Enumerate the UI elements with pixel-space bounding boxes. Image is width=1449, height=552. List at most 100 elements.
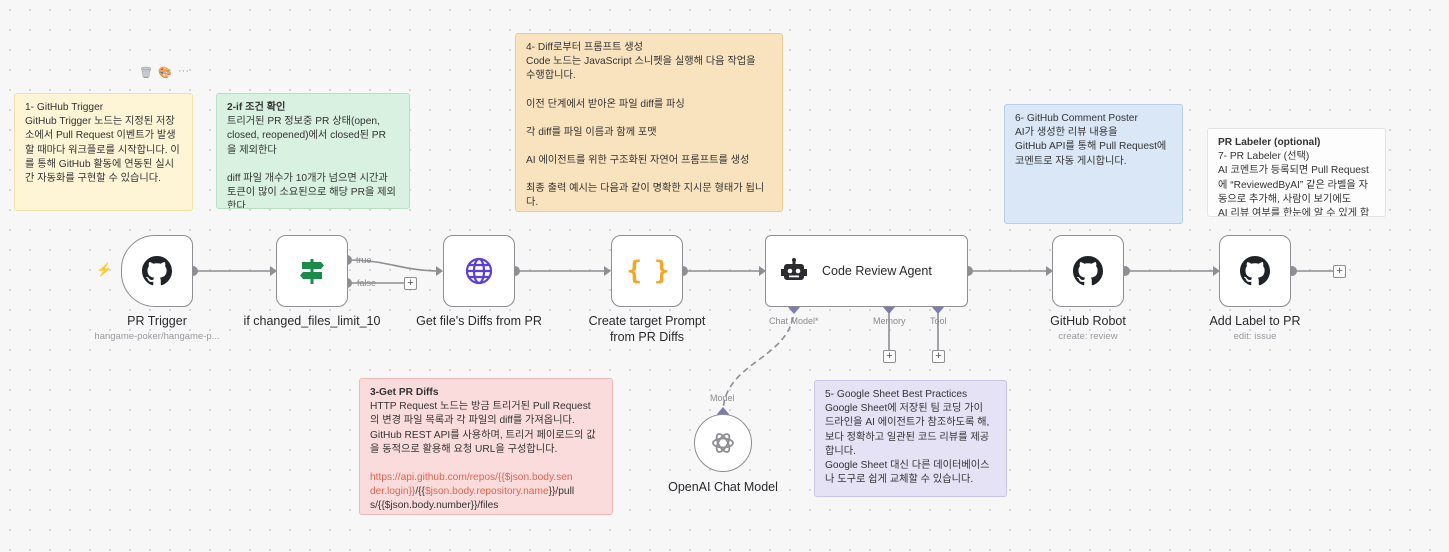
node-subtitle: hangame-poker/hangame-p...	[94, 331, 220, 342]
note-line: 트리거된 PR 정보중 PR 상태(open,	[227, 116, 380, 128]
note-line: Google Sheet에 저장된 팀 코딩 가이	[825, 403, 983, 415]
note-line	[370, 457, 602, 471]
node-label: Code Review Agent	[822, 264, 932, 278]
note-url-line: der.login}}/{{$json.body.repository.name…	[370, 485, 602, 499]
branch-false-label: false	[357, 278, 377, 288]
note-line: 토큰이 많이 소요된으로 해당 PR을 제외	[227, 187, 396, 199]
note-line: 소에서 Pull Request 이벤트가 발생	[25, 130, 176, 142]
arrow-agent	[759, 266, 766, 276]
node-code-review-agent[interactable]: Code Review Agent	[765, 235, 968, 307]
note-title: 2-if 조건 확인	[227, 102, 286, 113]
arrow-label	[1213, 266, 1220, 276]
note-line	[526, 168, 772, 182]
url-text: /{{	[415, 486, 425, 498]
note-line	[526, 84, 772, 98]
note-line: 의 변경 파일 목록과 각 파일의 diff를 가져옵니다.	[370, 415, 575, 427]
more-icon[interactable]: ···	[178, 65, 189, 77]
url-link[interactable]: $json.body.repository.name	[424, 486, 549, 498]
note-line: AI가 생성한 리뷰 내용을	[1015, 127, 1118, 139]
note-line: 드라인을 AI 에이전트가 참조하도록 해,	[825, 417, 990, 429]
lightning-icon: ⚡	[96, 262, 113, 277]
arrow-robot	[1046, 266, 1053, 276]
arrow-diffs	[436, 266, 443, 276]
node-get-diffs[interactable]	[443, 235, 515, 307]
node-label: GitHub Robot	[1050, 314, 1126, 328]
note-line	[526, 112, 772, 126]
add-node-button[interactable]: +	[1333, 265, 1346, 278]
note-line: AI 코멘트가 등록되면 Pull Request	[1218, 165, 1369, 177]
note-line: 한다.	[227, 201, 249, 209]
node-openai-chat-model[interactable]	[694, 414, 752, 472]
note-url-line: https://api.github.com/repos/{{$json.bod…	[370, 471, 602, 485]
code-braces-icon: { }	[626, 256, 670, 286]
node-label: OpenAI Chat Model	[668, 480, 778, 494]
note-line: 최종 출력 예시는 다음과 같이 명확한 지시문 형태가 됩니	[526, 183, 765, 195]
node-label: Add Label to PR	[1209, 314, 1301, 328]
url-link[interactable]: https://api.github.com/repos/{{$json.bod…	[370, 472, 573, 484]
robot-icon	[781, 258, 807, 280]
note-line: 이전 단계에서 받아온 파일 diff를 파싱	[526, 98, 685, 110]
node-label: Get file's Diffs from PR	[416, 314, 542, 328]
add-tool-button[interactable]: +	[932, 350, 945, 363]
globe-icon	[465, 257, 493, 285]
note-line: AI 에이전트를 위한 구조화된 자연어 프롬프트를 생성	[526, 155, 750, 167]
sticky-note-github-trigger[interactable]: 1- GitHub Trigger GitHub Trigger 노드는 지정된…	[14, 93, 193, 211]
github-icon	[142, 256, 172, 286]
note-line: GitHub API를 통해 Pull Request에	[1015, 141, 1167, 153]
sticky-note-pr-labeler[interactable]: PR Labeler (optional) 7- PR Labeler (선택)…	[1207, 128, 1386, 217]
note-line: 합니다.	[825, 445, 856, 457]
note-url-line: s/{{$json.body.number}}/files	[370, 500, 499, 512]
palette-icon[interactable]: 🎨	[158, 67, 172, 79]
github-icon	[1240, 256, 1270, 286]
node-label-line: from PR Diffs	[609, 330, 685, 344]
url-text: }}/pull	[548, 486, 575, 498]
note-line: 수행합니다.	[526, 70, 576, 82]
note-title: 3-Get PR Diffs	[370, 387, 439, 398]
note-line: 간 자동화를 구현할 수 있습니다.	[25, 173, 161, 185]
sticky-note-google-sheet[interactable]: 5- Google Sheet Best Practices Google Sh…	[814, 380, 1007, 497]
arrow-prompt	[604, 266, 611, 276]
sticky-note-get-pr-diffs[interactable]: 3-Get PR Diffs HTTP Request 노드는 방금 트리거된 …	[359, 378, 613, 515]
arrow-if	[270, 266, 277, 276]
node-subtitle: edit: issue	[1233, 331, 1277, 342]
node-label: Create target Prompt from PR Diffs	[567, 313, 727, 345]
url-link[interactable]: der.login}}	[370, 486, 416, 498]
wire-true-diffs	[346, 259, 443, 272]
sticky-note-comment-poster[interactable]: 6- GitHub Comment Poster AI가 생성한 리뷰 내용을 …	[1004, 104, 1183, 224]
sticky-note-if-condition[interactable]: 2-if 조건 확인 트리거된 PR 정보중 PR 상태(open, close…	[216, 93, 410, 209]
sticky-note-prompt-from-diff[interactable]: 4- Diff로부터 프롬프트 생성 Code 노드는 JavaScript 스…	[515, 33, 783, 212]
node-pr-trigger[interactable]	[121, 235, 193, 307]
add-memory-button[interactable]: +	[883, 350, 896, 363]
note-line: 나 도구로 쉽게 교체할 수 있습니다.	[825, 474, 974, 486]
note-line: 5- Google Sheet Best Practices	[825, 389, 968, 400]
note-line: 할 때마다 워크플로를 시작합니다. 이	[25, 144, 180, 156]
note-line: diff 파일 개수가 10개가 넘으면 시간과	[227, 172, 388, 184]
node-label: PR Trigger	[127, 314, 187, 328]
note-line: 6- GitHub Comment Poster	[1015, 113, 1138, 124]
github-icon	[1073, 256, 1103, 286]
note-line: Code 노드는 JavaScript 스니펫을 실행해 다음 작업을	[526, 56, 756, 68]
signpost-icon	[300, 259, 324, 284]
add-node-button[interactable]: +	[404, 277, 417, 290]
node-if[interactable]	[276, 235, 348, 307]
note-line: closed, reopened)에서 closed된 PR	[227, 130, 386, 142]
note-line: AI 리뷰 여부를 한눈에 알 수 있게 합	[1218, 208, 1370, 217]
node-github-robot[interactable]	[1052, 235, 1124, 307]
note-line	[227, 158, 399, 172]
node-label: if changed_files_limit_10	[243, 314, 381, 328]
note-line: 에 “ReviewedByAI” 같은 라벨을 자	[1218, 179, 1368, 191]
delete-icon[interactable]: 🗑	[139, 67, 153, 79]
node-add-label[interactable]	[1219, 235, 1291, 307]
note-line: 을 동적으로 활용해 요청 URL을 구성합니다.	[370, 443, 558, 455]
note-line: 코멘트로 자동 게시합니다.	[1015, 155, 1127, 167]
note-line: GitHub REST API를 사용하며, 트리거 페이로드의 값	[370, 429, 596, 441]
note-line: HTTP Request 노드는 방금 트리거된 Pull Request	[370, 401, 591, 413]
note-line: Google Sheet 대신 다른 데이터베이스	[825, 460, 990, 472]
note-line: GitHub Trigger 노드는 지정된 저장	[25, 116, 175, 128]
note-line	[526, 140, 772, 154]
node-create-prompt[interactable]: { }	[611, 235, 683, 307]
note-line: 1- GitHub Trigger	[25, 102, 104, 113]
note-line: 을 제외한다	[227, 144, 277, 156]
openai-icon	[712, 433, 734, 453]
